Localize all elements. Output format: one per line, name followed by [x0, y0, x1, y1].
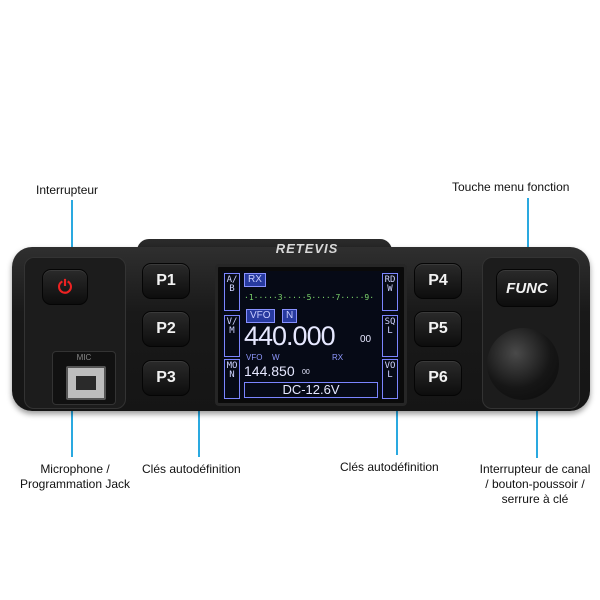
knob-callout-line2: / bouton-poussoir / [485, 477, 585, 491]
lcd-sql-label: SQL [382, 315, 398, 357]
mic-callout-line [71, 375, 73, 457]
func-callout-line [527, 198, 529, 278]
power-button[interactable]: ⏻ [42, 269, 88, 305]
mic-callout: Microphone / Programmation Jack [10, 462, 140, 492]
lcd-rx-badge: RX [244, 273, 266, 287]
lcd-sub-frequency-decimals: 00 [302, 369, 310, 376]
knob-callout: Interrupteur de canal / bouton-poussoir … [470, 462, 600, 507]
p6-button[interactable]: P6 [414, 360, 462, 396]
lcd-rx-small: RX [332, 353, 344, 362]
brand-logo: RETEVIS [275, 241, 339, 256]
mic-label: MIC [76, 353, 92, 362]
power-callout: Interrupteur [36, 183, 99, 197]
knob-callout-line [536, 366, 538, 458]
lcd-status-bar: DC-12.6V [244, 382, 378, 398]
lcd-n-badge: N [282, 309, 298, 323]
lcd-mon-label: MON [224, 359, 240, 399]
knob-callout-line3: serrure à clé [501, 492, 569, 506]
p3-button[interactable]: P3 [142, 360, 190, 396]
p5-button[interactable]: P5 [414, 311, 462, 347]
lcd-rdw-label: RDW [382, 273, 398, 311]
lcd-ab-label: A/B [224, 273, 240, 311]
func-callout: Touche menu fonction [452, 180, 570, 194]
channel-knob[interactable] [482, 323, 564, 405]
lcd-screen: A/B V/M MON RDW SQL VOL RX ·1·····3·····… [215, 264, 407, 406]
p1-button[interactable]: P1 [142, 263, 190, 299]
lcd-vfo-badge: VFO [246, 309, 275, 323]
radio-front-panel: RETEVIS ⏻ MIC P1 P2 P3 P4 P5 P6 FUNC A/B… [12, 239, 590, 413]
lcd-main-frequency: 440.000 [244, 321, 336, 351]
lcd-main-frequency-decimals: 00 [360, 334, 372, 345]
knob-callout-line1: Interrupteur de canal [479, 462, 591, 476]
rj45-socket [66, 366, 106, 400]
mic-callout-line2: Programmation Jack [19, 477, 131, 491]
lcd-vol-label: VOL [382, 359, 398, 399]
lcd-w-indicator: W [272, 353, 280, 362]
power-icon: ⏻ [57, 276, 73, 297]
lcd-display: A/B V/M MON RDW SQL VOL RX ·1·····3·····… [222, 271, 400, 399]
keys-right-callout: Clés autodéfinition [340, 460, 439, 474]
mic-jack[interactable]: MIC [52, 351, 116, 405]
lcd-sub-frequency: 144.850 [244, 363, 295, 379]
mic-callout-line1: Microphone / [40, 462, 110, 476]
func-button[interactable]: FUNC [496, 269, 558, 307]
lcd-vfo-small: VFO [246, 353, 263, 362]
p4-button[interactable]: P4 [414, 263, 462, 299]
keys-left-callout: Clés autodéfinition [142, 462, 241, 476]
lcd-signal-scale: ·1·····3·····5·····7·····9· [244, 293, 375, 302]
p2-button[interactable]: P2 [142, 311, 190, 347]
power-callout-line [71, 200, 73, 286]
lcd-vm-label: V/M [224, 315, 240, 357]
